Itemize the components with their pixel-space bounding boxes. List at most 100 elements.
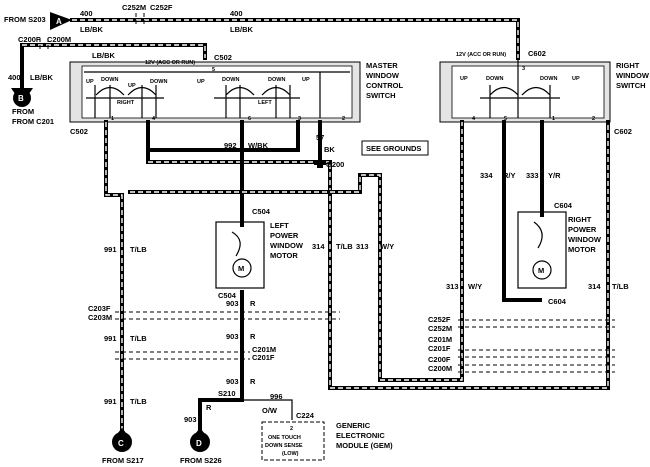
right-pin4: 4 [472,116,476,122]
ground-0v: 57 [316,133,324,142]
gem-t2: ELECTRONIC [336,431,385,440]
wire-903-d: 903 [184,415,197,424]
master-window-control-switch: 12V (ACC OR RUN) C502 5 UP DOWN DOWN UP … [69,53,403,136]
master-title-2: WINDOW [366,71,400,80]
c224-label: C224 [296,411,315,420]
right-power-window-motor: M C604 RIGHT POWER WINDOW MOTOR C604 [517,201,602,306]
pin5-label: 5 [212,67,215,73]
c203f-label: C203F [88,304,111,313]
c602-bottom-label: C602 [614,127,632,136]
right-up: UP [460,76,468,82]
c504-top: C504 [252,207,271,216]
right-motor-t1: RIGHT [568,215,592,224]
from-s217-label: FROM S217 [102,456,144,465]
see-grounds-box[interactable] [361,140,429,156]
connector-c-letter: C [118,439,124,448]
down2: DOWN [150,79,167,85]
down1: DOWN [101,77,118,83]
c502-top-label: C502 [214,53,232,62]
gem-l1: ONE TOUCH [268,435,301,441]
wire-wbk: W/BK [248,141,269,150]
connector-d-letter: D [196,439,202,448]
s210-label: S210 [218,389,236,398]
down4: DOWN [268,77,285,83]
wire-ow: O/W [262,406,278,415]
wire-tlb-c: T/LB [612,282,629,291]
wire-991-b: 991 [104,334,117,343]
wire-400-c: 400 [8,73,21,82]
left-label: LEFT [258,100,272,106]
c502-bottom-label: C502 [70,127,88,136]
c604-top: C604 [554,201,573,210]
wire-313-b: 313 [446,282,459,291]
c201f-label: C201F [252,353,275,362]
c604-bottom: C604 [548,297,567,306]
gem-t1: GENERIC [336,421,371,430]
from-c201-line1: FROM [12,107,34,116]
up3: UP [197,79,205,85]
c200m-label: C200M [47,35,71,44]
g200-label: G200 [326,160,344,169]
right-motor-t3: WINDOW [568,235,602,244]
right-title-1: RIGHT [616,61,640,70]
connector-a-letter: A [56,17,62,26]
left-motor-t2: POWER [270,231,299,240]
r-c200m-label: C200M [428,364,452,373]
c203m-label: C203M [88,313,112,322]
wire-991-c: 991 [104,397,117,406]
down3: DOWN [222,77,239,83]
connector-b-letter: B [18,94,24,103]
from-s203-label: FROM S203 [4,15,46,24]
wire-314-b: 314 [588,282,601,291]
up2: UP [128,83,136,89]
wire-400-b: 400 [230,9,243,18]
connector-a: A FROM S203 [4,12,72,30]
c602-top-label: C602 [528,49,546,58]
bk-label: BK [324,145,335,154]
gem-t3: MODULE (GEM) [336,441,393,450]
from-s226-label: FROM S226 [180,456,222,465]
connector-c: C FROM S217 [102,428,144,465]
wire-wy-a: W/Y [380,242,394,251]
wire-harness [104,120,615,432]
gem-pin: 2 [290,426,293,432]
r-c252f-label: C252F [428,315,451,324]
wire-333: 333 [526,171,539,180]
right-title-3: SWITCH [616,81,646,90]
left-power-window-motor: M C504 LEFT POWER WINDOW MOTOR C504 [215,207,304,300]
r-c201m-label: C201M [428,335,452,344]
wire-r-b: R [250,332,256,341]
r-c252m-label: C252M [428,324,452,333]
wire-tlb-a: T/LB [130,245,147,254]
left-motor-m: M [238,264,244,273]
right-acc-label: 12V (ACC OR RUN) [456,52,506,58]
up1: UP [86,79,94,85]
right-window-switch: 12V (ACC OR RUN) C602 3 UP DOWN DOWN UP … [439,49,650,136]
pin6: 6 [248,116,251,122]
wire-903-b: 903 [226,332,239,341]
master-title-1: MASTER [366,61,398,70]
c252f-label: C252F [150,3,173,12]
right-pin3: 3 [522,66,525,72]
right-pin1: 1 [552,116,555,122]
wire-ry: R/Y [503,171,516,180]
wire-314-a: 314 [312,242,325,251]
wire-r-c: R [250,377,256,386]
wire-334: 334 [480,171,493,180]
c504-bottom: C504 [218,291,237,300]
wire-313-a: 313 [356,242,369,251]
wire-992: 992 [224,141,237,150]
ground-g200: 57 BK G200 [314,133,344,169]
right-up-b: UP [572,76,580,82]
wire-903-a: 903 [226,299,239,308]
c252m-label: C252M [122,3,146,12]
left-motor-t4: MOTOR [270,251,298,260]
from-c201-line2: FROM C201 [12,117,54,126]
wire-tlb-e: T/LB [130,397,147,406]
wire-996: 996 [270,392,283,401]
right-motor-t4: MOTOR [568,245,596,254]
c200f-label: C200F [18,35,41,44]
left-motor-t3: WINDOW [270,241,304,250]
up4: UP [302,77,310,83]
wire-r-a: R [250,299,256,308]
